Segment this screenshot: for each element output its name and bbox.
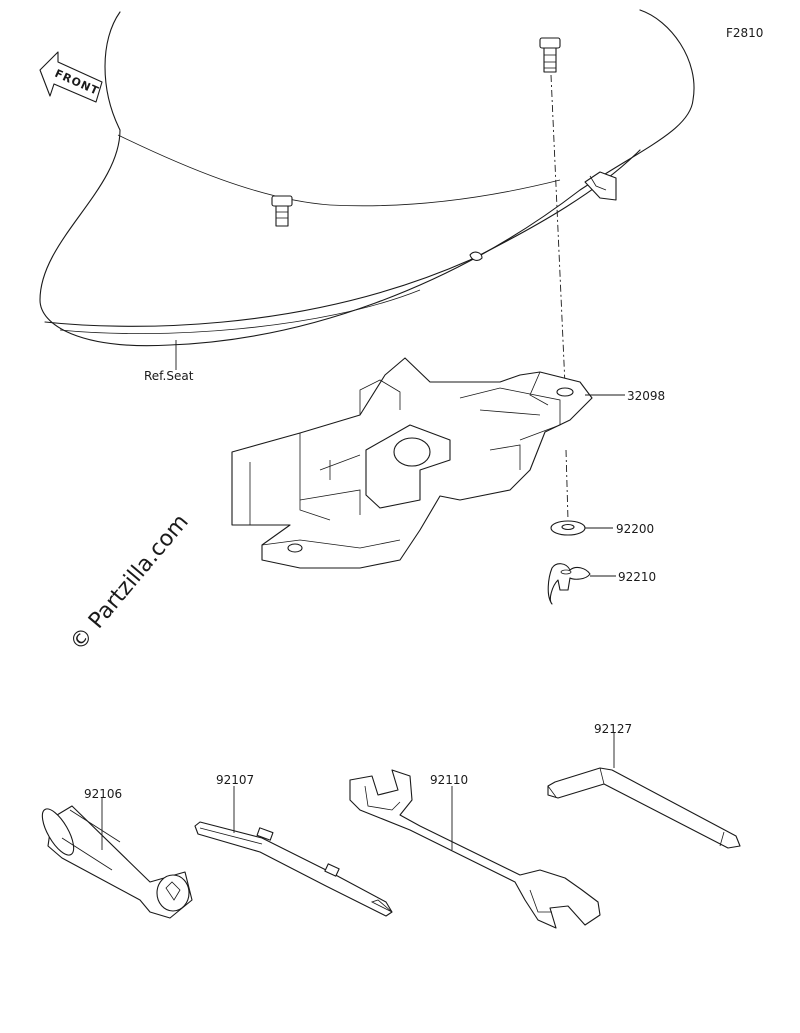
- seat-outline: [39, 9, 695, 347]
- figure-code: F2810: [726, 26, 763, 40]
- callout-92110: 92110: [430, 773, 468, 787]
- wing-nut-part[interactable]: [547, 563, 591, 605]
- assembly-axis-line: [550, 74, 566, 386]
- callout-92127: 92127: [594, 722, 632, 736]
- front-arrow-icon: FRONT: [39, 51, 103, 103]
- washer-part[interactable]: [550, 520, 586, 536]
- bracket-part[interactable]: [231, 357, 593, 569]
- partzilla-watermark: © Partzilla.com: [65, 510, 193, 656]
- wrench-tool[interactable]: [349, 769, 601, 929]
- reference-label: Ref.Seat: [144, 369, 194, 383]
- hex-key-tool[interactable]: [547, 767, 741, 849]
- handle-tool[interactable]: [36, 804, 193, 919]
- callout-32098: 32098: [627, 389, 665, 403]
- mounting-bolt-icon: [539, 37, 561, 73]
- callout-92210: 92210: [618, 570, 656, 584]
- callout-92200: 92200: [616, 522, 654, 536]
- screwdriver-tool[interactable]: [194, 821, 393, 917]
- callout-92106: 92106: [84, 787, 122, 801]
- seat-bolt-icon: [271, 195, 293, 227]
- callout-92107: 92107: [216, 773, 254, 787]
